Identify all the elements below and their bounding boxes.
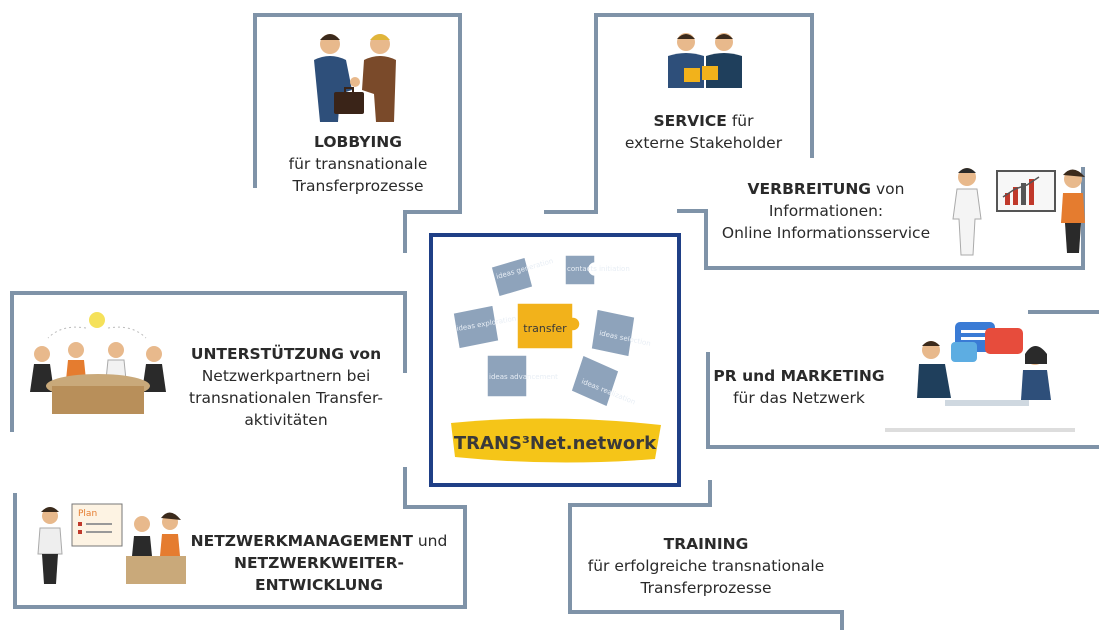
training-text: TRAINING für erfolgreiche transnationale… xyxy=(572,533,840,599)
puzzle-piece-exploration xyxy=(452,304,500,350)
netzwerk-line2: ENTWICKLUNG xyxy=(255,576,383,594)
netzwerk-title: NETZWERKMANAGEMENT xyxy=(190,532,413,550)
lobbying-text: LOBBYING für transnationale Transferproz… xyxy=(258,131,458,197)
lobbying-frame xyxy=(253,13,462,253)
presentation-icon xyxy=(952,168,1085,256)
service-title: SERVICE xyxy=(653,112,727,130)
puzzle-label-contacts: contacts initiation xyxy=(567,265,630,273)
unterstuetzung-title: UNTERSTÜTZUNG von xyxy=(190,345,382,363)
puzzle-piece-advancement xyxy=(486,354,528,398)
lobbying-line1: für transnationale xyxy=(288,155,428,173)
unterstuetzung-line2: transnationalen Transfer- xyxy=(189,389,383,407)
handshake-icon xyxy=(314,34,396,122)
puzzle-piece-generation xyxy=(490,256,534,298)
training-title: TRAINING xyxy=(663,535,749,553)
svg-text:Plan: Plan xyxy=(78,509,97,519)
conversation-icon xyxy=(885,322,1075,432)
service-text: SERVICE für externe Stakeholder xyxy=(596,110,811,154)
netzwerk-title-suffix: und xyxy=(412,532,448,550)
training-frame xyxy=(568,480,844,630)
netzwerk-frame xyxy=(13,467,467,609)
lobbying-title: LOBBYING xyxy=(314,133,402,151)
puzzle-piece-transfer xyxy=(516,302,581,350)
service-title-suffix: für xyxy=(726,112,754,130)
pr-frame-bottom xyxy=(706,352,1099,449)
pr-line1: für das Netzwerk xyxy=(733,389,865,407)
verbreitung-title: VERBREITUNG xyxy=(747,180,872,198)
verbreitung-title-suffix: von xyxy=(871,180,905,198)
training-line2: Transferprozesse xyxy=(640,579,772,597)
puzzle-piece-realization xyxy=(570,353,620,409)
verbreitung-text: VERBREITUNG von Informationen: Online In… xyxy=(706,178,946,244)
banner-brush xyxy=(451,418,661,463)
puzzle-label-advancement: ideas advancement xyxy=(489,373,558,381)
puzzle-graphic: transfer contacts initiation ideas gener… xyxy=(451,254,661,463)
unterstuetzung-line1: Netzwerkpartnern bei xyxy=(201,367,371,385)
planning-meeting-icon: Plan xyxy=(37,503,186,584)
verbreitung-line2: Online Informationsservice xyxy=(721,224,931,242)
lobbying-line2: Transferprozesse xyxy=(292,177,424,195)
verbreitung-frame xyxy=(677,167,1085,270)
unterstuetzung-frame xyxy=(10,291,407,432)
service-line1: externe Stakeholder xyxy=(624,134,783,152)
puzzle-piece-selection xyxy=(590,308,636,358)
service-frame xyxy=(544,13,814,214)
netzwerk-line1: NETZWERKWEITER- xyxy=(234,554,404,572)
pr-text: PR und MARKETING für das Netzwerk xyxy=(710,365,888,409)
training-line1: für erfolgreiche transnationale xyxy=(587,557,825,575)
unterstuetzung-text: UNTERSTÜTZUNG von Netzwerkpartnern bei t… xyxy=(170,343,402,431)
pr-title: PR und MARKETING xyxy=(713,367,885,385)
puzzle-center-label: transfer xyxy=(523,322,567,335)
puzzle-team-icon xyxy=(668,33,742,88)
unterstuetzung-line3: aktivitäten xyxy=(244,411,328,429)
banner-label: TRANS³Net.network xyxy=(454,433,657,454)
verbreitung-line1: Informationen: xyxy=(768,202,884,220)
meeting-table-icon xyxy=(30,312,166,414)
center-logo-box: transfer contacts initiation ideas gener… xyxy=(429,233,681,487)
netzwerk-text: NETZWERKMANAGEMENT und NETZWERKWEITER- E… xyxy=(188,530,450,596)
puzzle-piece-contacts xyxy=(564,254,596,286)
